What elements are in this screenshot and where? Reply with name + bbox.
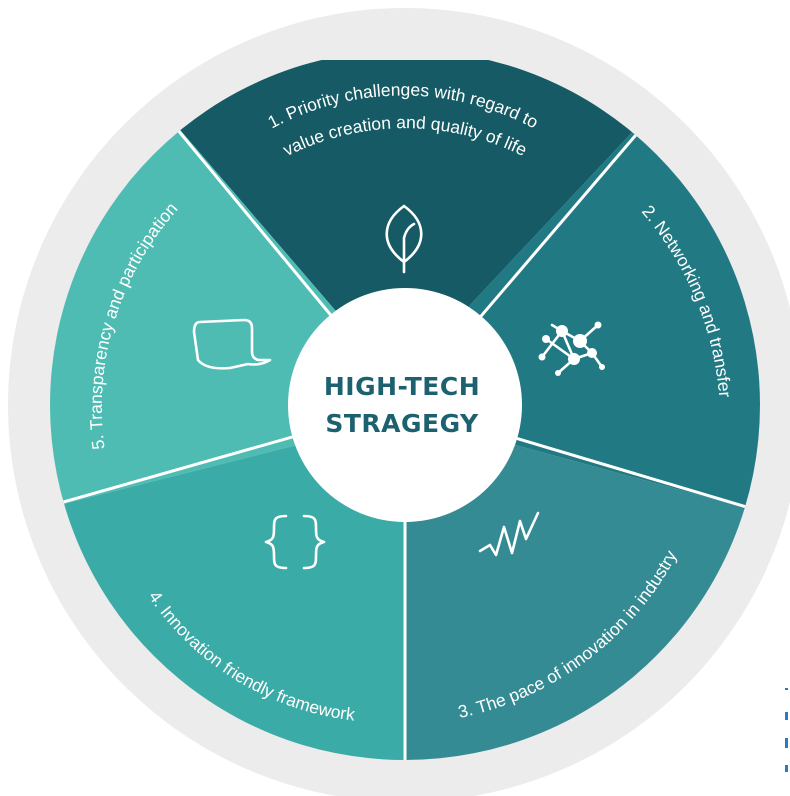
center-title-line2: STRAGEGY (325, 409, 479, 438)
edge-decoration (785, 688, 788, 772)
network-icon (538, 321, 605, 376)
segment-1-priority-challenges (120, 60, 700, 405)
curly-braces-icon (264, 514, 326, 570)
pulse-icon (478, 511, 540, 557)
leaf-icon (385, 204, 423, 274)
center-title-line1: HIGH-TECH (324, 372, 480, 401)
center-circle (288, 288, 522, 522)
speech-bubble-icon (192, 318, 272, 370)
